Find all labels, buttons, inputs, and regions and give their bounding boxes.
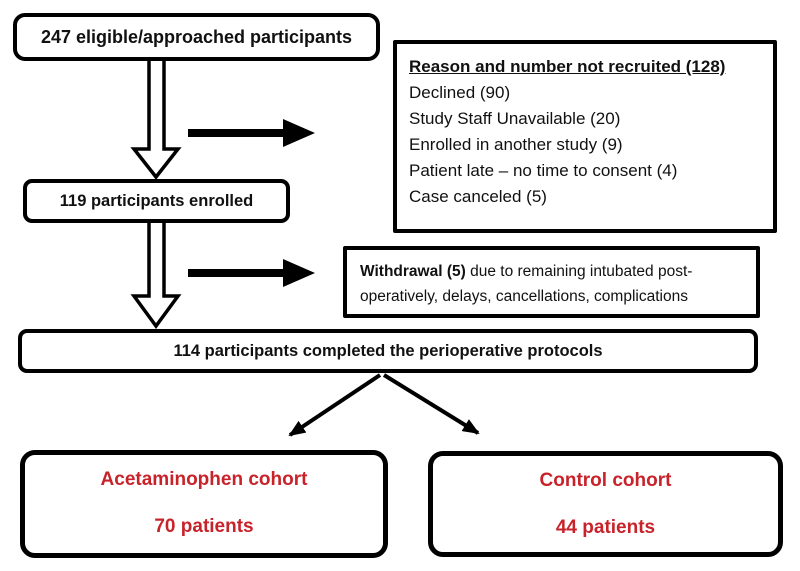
acetaminophen-cohort-count: 70 patients <box>154 516 254 537</box>
acetaminophen-cohort-title: Acetaminophen cohort <box>100 469 308 490</box>
arrow-enrolled-to-withdrawal-icon <box>188 259 315 287</box>
box-reasons-not-recruited: Reason and number not recruited (128) De… <box>393 40 777 233</box>
arrow-eligible-to-reasons-icon <box>188 119 315 147</box>
eligible-participants-label: 247 eligible/approached participants <box>40 26 353 47</box>
reason-item: Patient late – no time to consent (4) <box>409 161 678 180</box>
box-completed-protocols: 114 participants completed the periopera… <box>18 329 758 373</box>
arrow-eligible-to-enrolled-icon <box>130 56 182 180</box>
arrow-enrolled-to-completed-icon <box>130 219 182 329</box>
control-cohort-title: Control cohort <box>539 470 672 491</box>
box-control-cohort: Control cohort 44 patients <box>428 451 783 557</box>
participants-enrolled-label: 119 participants enrolled <box>59 191 254 210</box>
withdrawal-label-bold: Withdrawal (5) <box>360 263 466 280</box>
reason-item: Enrolled in another study (9) <box>409 135 623 154</box>
box-withdrawal: Withdrawal (5) due to remaining intubate… <box>343 246 760 318</box>
reasons-not-recruited-title: Reason and number not recruited (128) <box>409 57 726 76</box>
control-cohort-count: 44 patients <box>555 517 656 538</box>
box-participants-enrolled: 119 participants enrolled <box>23 179 290 223</box>
withdrawal-label-rest: due to remaining intubated post-operativ… <box>360 263 693 305</box>
reason-item: Case canceled (5) <box>409 187 547 206</box>
box-eligible-participants: 247 eligible/approached participants <box>13 13 380 61</box>
arrow-completed-to-control-icon <box>382 373 480 435</box>
reason-item: Study Staff Unavailable (20) <box>409 109 621 128</box>
box-acetaminophen-cohort: Acetaminophen cohort 70 patients <box>20 450 388 558</box>
reason-item: Declined (90) <box>409 83 511 102</box>
completed-protocols-label: 114 participants completed the periopera… <box>173 341 603 360</box>
arrow-completed-to-acetaminophen-icon <box>288 373 382 437</box>
